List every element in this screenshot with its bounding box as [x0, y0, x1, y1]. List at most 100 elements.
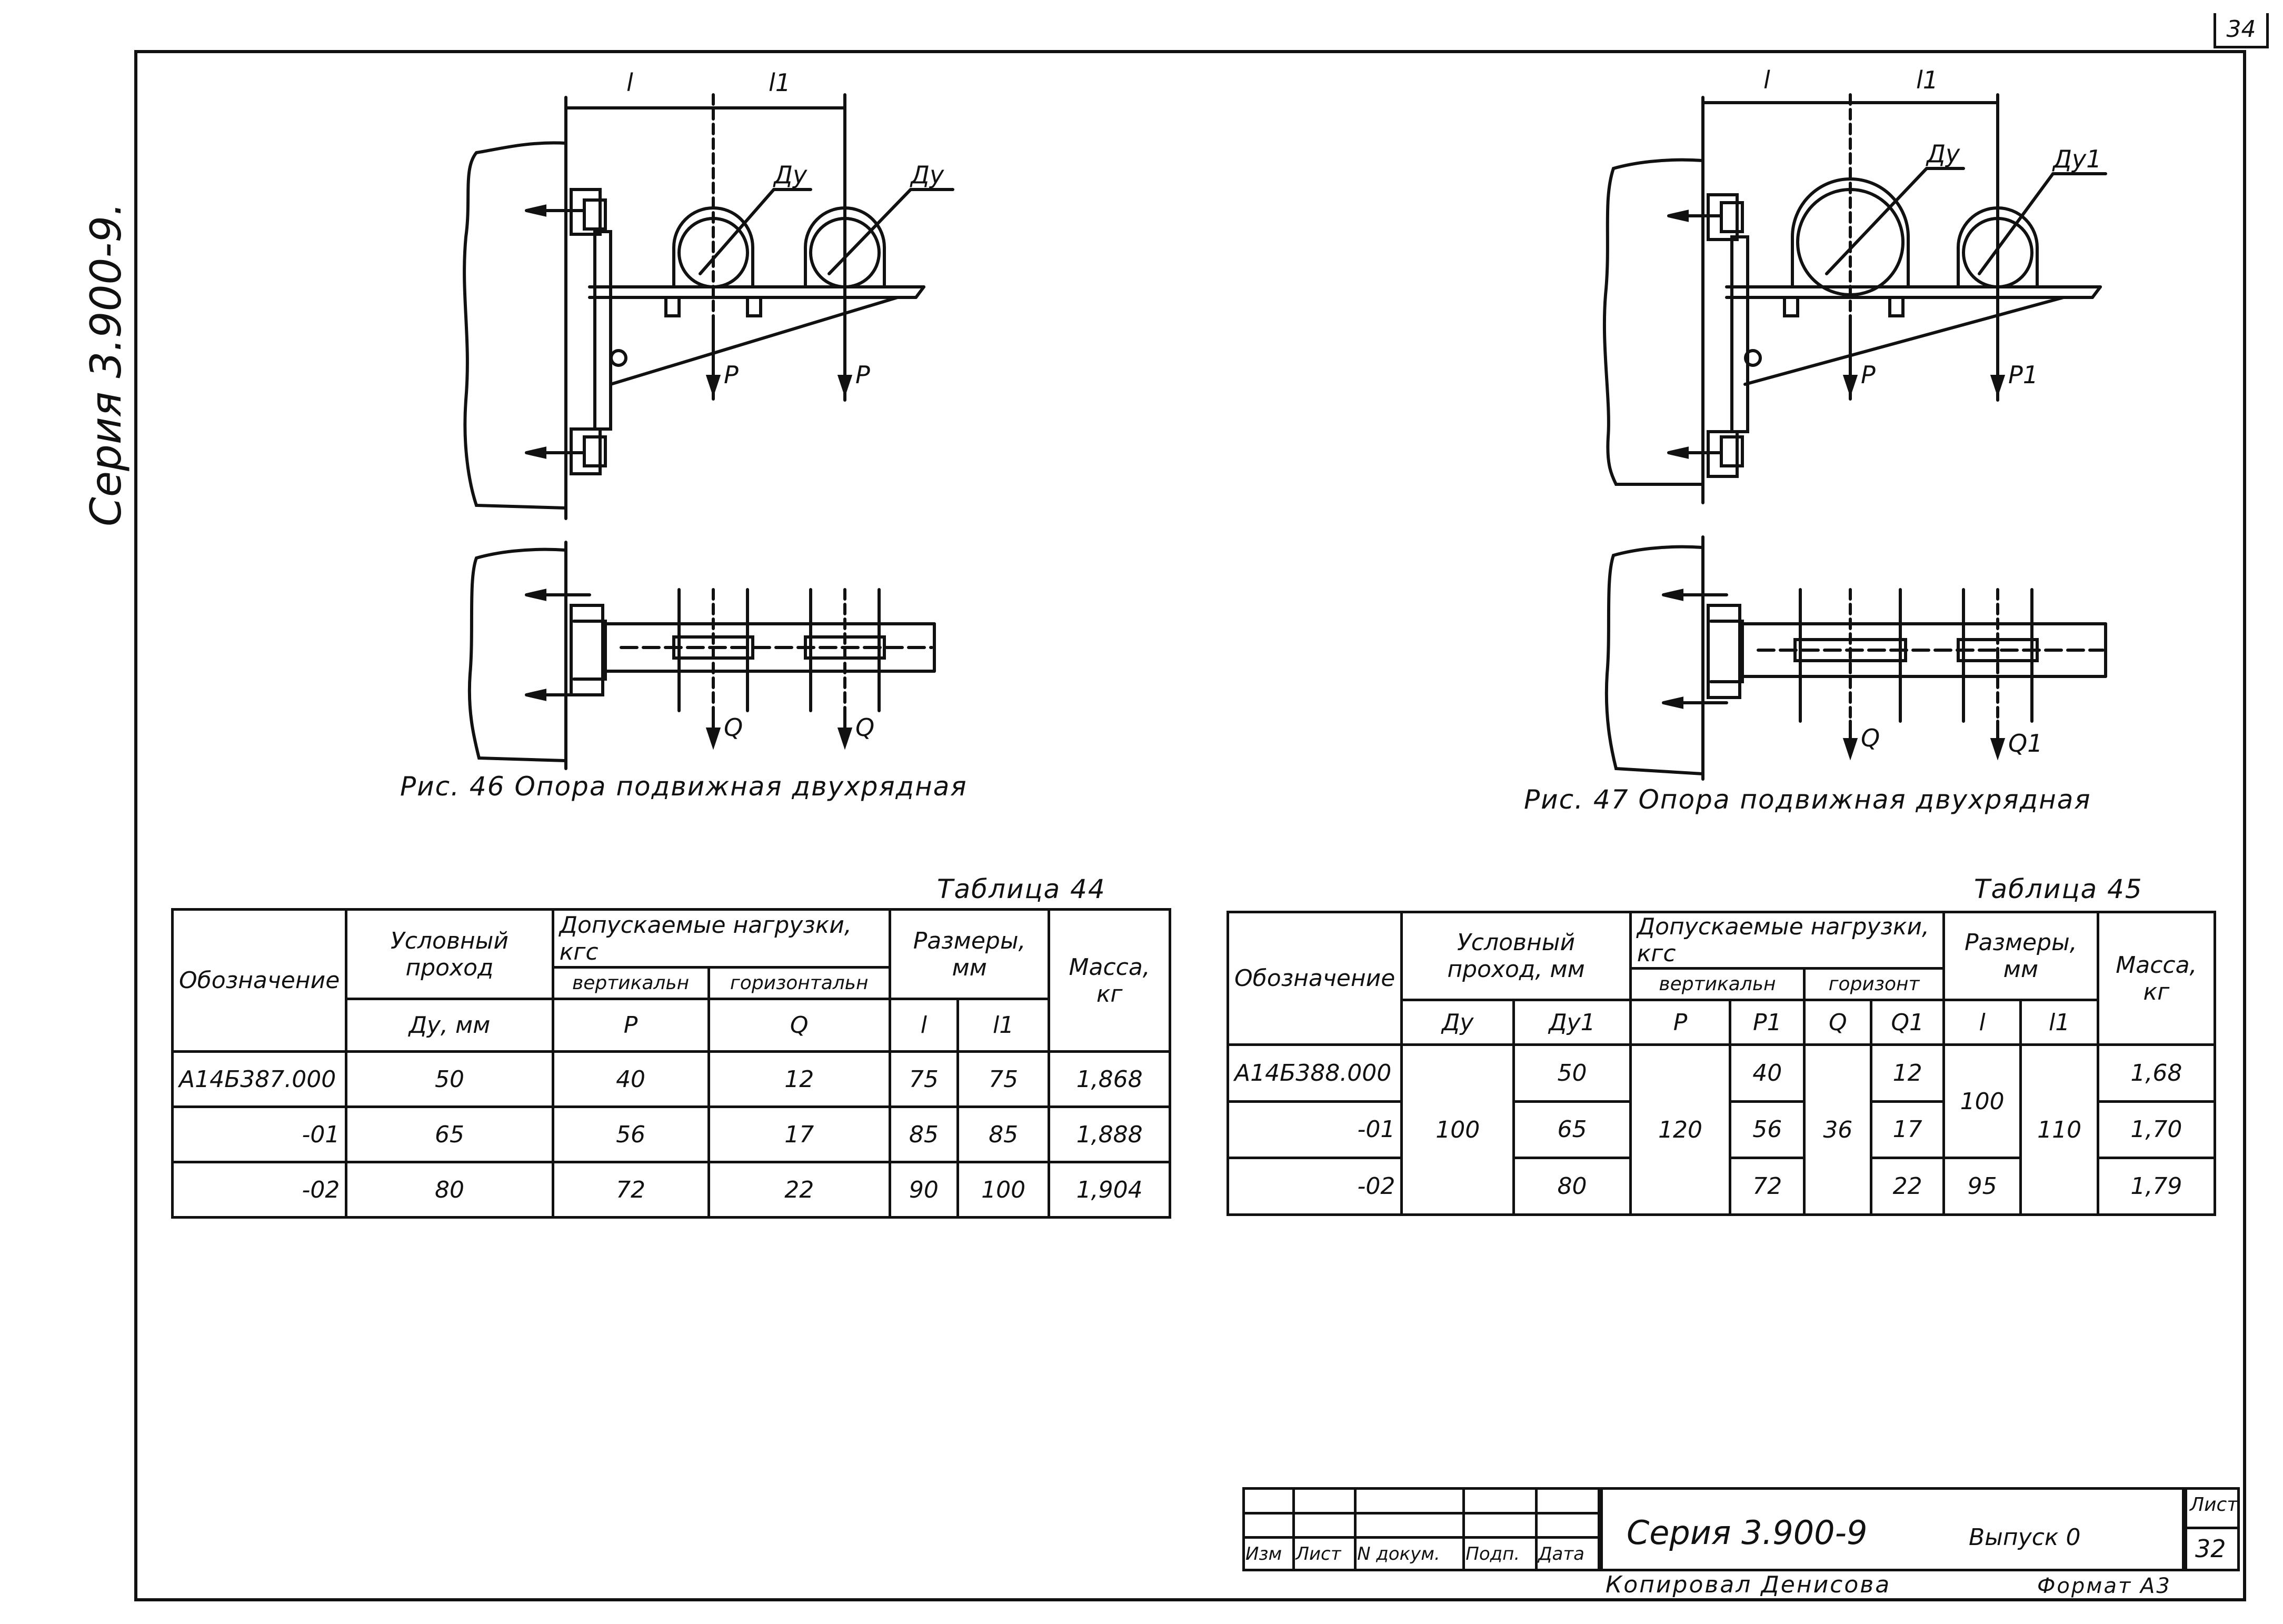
table45-r0-designation: А14Б388.000 [1226, 1043, 1403, 1103]
fig47-side-view [1602, 93, 2107, 504]
fig46-load-q-2: Q [855, 713, 875, 742]
table45-r1-designation: -01 [1226, 1100, 1403, 1160]
table44-r1-p: 56 [551, 1105, 710, 1163]
table45-p-common: 120 [1629, 1043, 1732, 1216]
table45-du-common: 100 [1400, 1043, 1516, 1216]
fig46-pipe-label-1: Ду [774, 161, 807, 189]
table45-r1-p1: 56 [1729, 1100, 1806, 1160]
table44-header-mass: Масса, кг [1048, 908, 1171, 1053]
table44-r1-l: 85 [888, 1105, 959, 1163]
table45-header-p: P [1629, 999, 1732, 1046]
title-block-sheet-divider [2185, 1527, 2240, 1529]
table44-header-loads: Допускаемые нагрузки, кгс [551, 908, 891, 969]
table44-r2-designation: -02 [171, 1161, 348, 1219]
table45-r2-p1: 72 [1729, 1157, 1806, 1216]
table45-r2-mass: 1,79 [2096, 1157, 2217, 1216]
title-block-col-date: Дата [1534, 1536, 1601, 1571]
table45-q-common: 36 [1803, 1043, 1873, 1216]
table-row: -02 80 72 22 95 1,79 [1226, 1157, 2217, 1216]
table44-r0-designation: А14Б387.000 [171, 1050, 348, 1108]
table44-header-p: P [551, 998, 710, 1053]
fig47-dim-l: l [1763, 66, 1770, 94]
drawing-frame [134, 50, 2246, 1601]
fig46-load-q-1: Q [724, 713, 743, 742]
title-block-issue: Выпуск 0 [1969, 1524, 2081, 1551]
table44-title: Таблица 44 [937, 874, 1106, 904]
table44-header-q: Q [707, 998, 891, 1053]
table45-header-mass: Масса, кг [2096, 911, 2217, 1046]
table45-header-sizes: Размеры, мм [1942, 911, 2099, 1001]
table45-header-nominal-bore: Условный проход, мм [1400, 911, 1632, 1001]
table44-r1-du: 65 [345, 1105, 554, 1163]
table44: Обозначение Условный проход Допускаемые … [171, 908, 1171, 1219]
corner-number-box: 34 [2214, 13, 2269, 48]
fig46-dim-l: l [626, 68, 633, 97]
fig47-plan-view [1604, 535, 2107, 781]
title-block-series: Серия 3.900-9 [1627, 1513, 1868, 1552]
table44-r0-mass: 1,868 [1048, 1050, 1171, 1108]
table44-r0-p: 40 [551, 1050, 710, 1108]
table45-r2-du1: 80 [1512, 1157, 1632, 1216]
table45-header-p1: P1 [1729, 999, 1806, 1046]
table44-header-l1: l1 [956, 998, 1051, 1053]
table45-r0-q1: 12 [1870, 1043, 1945, 1103]
table45-r0-p1: 40 [1729, 1043, 1806, 1103]
table44-header-vertical: вертикальн [551, 966, 710, 1000]
table45-header-l1: l1 [2019, 999, 2099, 1046]
title-block-col-doc: N докум. [1354, 1536, 1465, 1571]
table45-header-vertical: вертикальн [1629, 967, 1806, 1001]
table45-header-l: l [1942, 999, 2022, 1046]
fig46-load-p-1: P [724, 361, 739, 389]
fig47-pipe-label-2: Ду1 [2053, 145, 2102, 173]
fig46-caption: Рис. 46 Опора подвижная двухрядная [400, 771, 968, 802]
table45-header-q1: Q1 [1870, 999, 1945, 1046]
table44-header-l: l [888, 998, 959, 1053]
fig46-pipe-label-2: Ду [911, 161, 944, 189]
table45-header-horizontal: горизонт [1803, 967, 1945, 1001]
fig46-dim-l1: l1 [769, 68, 791, 97]
table44-r1-l1: 85 [956, 1105, 1051, 1163]
fig46-plan-view [467, 541, 936, 770]
table44-r2-du: 80 [345, 1161, 554, 1219]
title-block-col-list: Лист [1292, 1536, 1357, 1571]
table45-r1-q1: 17 [1870, 1100, 1945, 1160]
table44-r1-mass: 1,888 [1048, 1105, 1171, 1163]
table44-r0-q: 12 [707, 1050, 891, 1108]
table-row: А14Б388.000 100 50 120 40 36 12 100 110 … [1226, 1043, 2217, 1216]
fig47-pipe-label-1: Ду [1927, 140, 1960, 168]
table44-r2-l: 90 [888, 1161, 959, 1219]
table45-r1-du1: 65 [1512, 1100, 1632, 1160]
fig46-side-view [463, 93, 954, 520]
table45-l-common: 100 [1942, 1043, 2022, 1160]
copied-by: Копировал Денисова [1606, 1571, 1891, 1598]
table45-header-q: Q [1803, 999, 1873, 1046]
fig47-caption: Рис. 47 Опора подвижная двухрядная [1524, 784, 2091, 815]
table45-r1-mass: 1,70 [2096, 1100, 2217, 1160]
table45-header-du: Ду [1400, 999, 1516, 1046]
table44-r1-designation: -01 [171, 1105, 348, 1163]
table45-r0-mass: 1,68 [2096, 1043, 2217, 1103]
table44-r2-q: 22 [707, 1161, 891, 1219]
table44-r2-p: 72 [551, 1161, 710, 1219]
fig46-load-p-2: P [855, 361, 870, 389]
table44-r0-du: 50 [345, 1050, 554, 1108]
table45-r2-designation: -02 [1226, 1157, 1403, 1216]
title-block-sheet-number: 32 [2195, 1535, 2226, 1563]
table44-header-sizes: Размеры, мм [888, 908, 1051, 1000]
title-block-main [1600, 1487, 2185, 1571]
table44-r0-l: 75 [888, 1050, 959, 1108]
table-row: -02 80 72 22 90 100 1,904 [171, 1161, 1171, 1219]
title-block-col-izm: Изм [1242, 1536, 1295, 1571]
table44-header-designation: Обозначение [171, 908, 348, 1053]
fig47-dim-l1: l1 [1916, 66, 1939, 94]
title-block-sheet-label: Лист [2190, 1494, 2238, 1516]
table-row: -01 65 56 17 85 85 1,888 [171, 1105, 1171, 1163]
table44-r0-l1: 75 [956, 1050, 1051, 1108]
table44-r1-q: 17 [707, 1105, 891, 1163]
table44-header-nominal-bore: Условный проход [345, 908, 554, 1000]
table45-r0-du1: 50 [1512, 1043, 1632, 1103]
table-row: -01 65 56 17 1,70 [1226, 1100, 2217, 1160]
fig47-load-p-1: P [1861, 361, 1876, 389]
corner-number: 34 [2226, 16, 2256, 43]
